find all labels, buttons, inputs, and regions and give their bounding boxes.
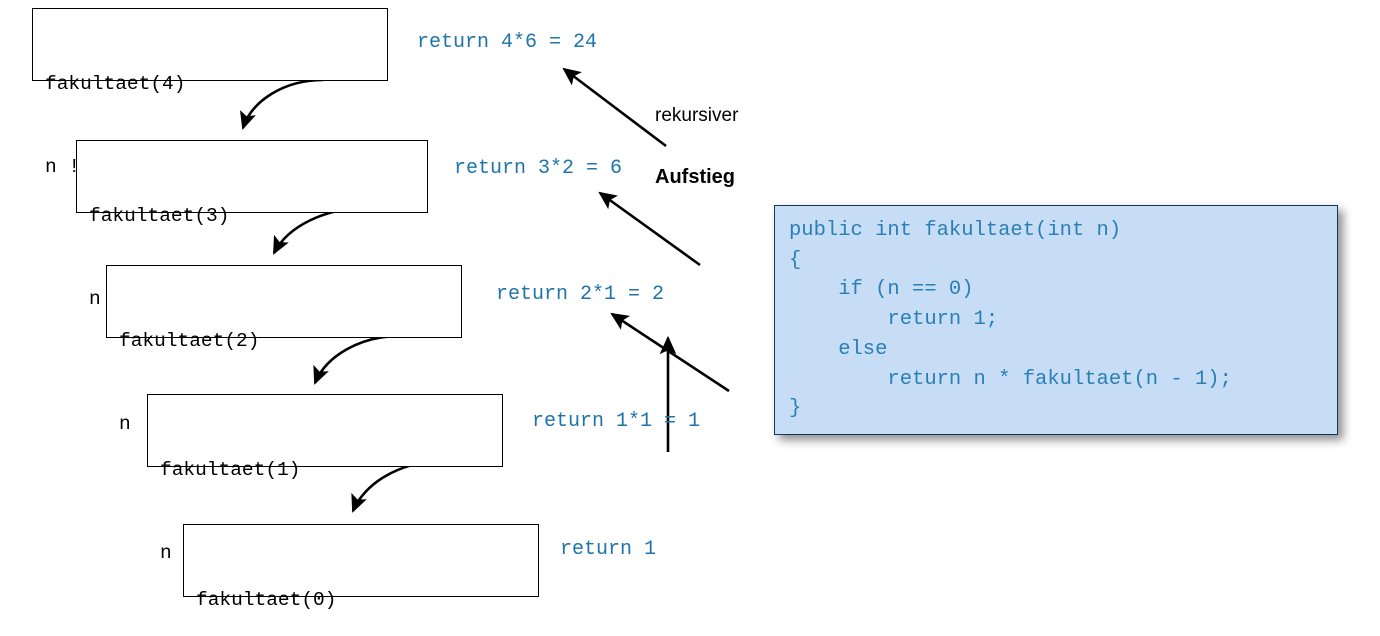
ascent-annotation-line1: rekursiver [655,105,739,126]
ascent-arrow-3-to-4 [562,67,667,148]
source-code-panel: public int fakultaet(int n) { if (n == 0… [774,205,1338,435]
return-label-24: return 4*6 = 24 [417,31,598,54]
frame-call-label: fakultaet(1) [160,459,301,482]
return-label-1: return 1 [560,538,657,561]
frame-fakultaet-2: fakultaet(2) n != 0 → fakultaet(1) [106,265,462,435]
return-label-6: return 3*2 = 6 [454,157,623,180]
ascent-annotation-line2: Aufstieg [655,165,735,188]
return-label-1x1: return 1*1 = 1 [532,410,701,433]
source-code-text: public int fakultaet(int n) { if (n == 0… [789,219,1232,421]
frame-fakultaet-0: fakultaet(0) n == 0 → 1 [183,524,539,611]
ascent-annotation: rekursiver Aufstieg [655,68,738,226]
ascent-arrow-1-to-2 [610,312,730,393]
frame-call-label: fakultaet(0) [196,589,337,612]
frame-fakultaet-4: fakultaet(4) n != 0 → fakultaet(3) [32,8,388,178]
frame-call-label: fakultaet(3) [89,205,230,228]
frame-fakultaet-3: fakultaet(3) n != 0 → fakultaet(2) [76,140,428,310]
frame-fakultaet-1: fakultaet(1) n != 0 → fakultaet(0) [147,394,503,564]
return-label-2: return 2*1 = 2 [496,283,665,306]
frame-call-label: fakultaet(2) [119,330,260,353]
frame-call-label: fakultaet(4) [45,73,186,96]
